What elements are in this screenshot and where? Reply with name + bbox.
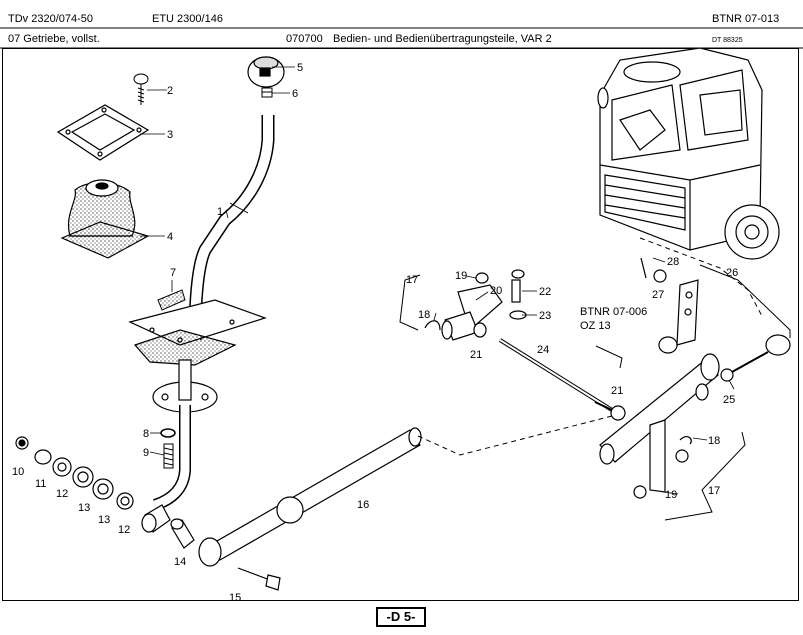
callout-18a: 18 [418, 309, 430, 321]
section-title: Bedien- und Bedienübertragungsteile, VAR… [333, 33, 552, 45]
bearing-stack [15, 436, 171, 533]
callout-5: 5 [297, 62, 303, 74]
reference-note-line1: BTNR 07-006 [580, 306, 647, 318]
reference-note-line2: OZ 13 [580, 320, 611, 332]
bolt-part [163, 443, 174, 469]
callout-20: 20 [490, 285, 502, 297]
callout-13b: 13 [98, 514, 110, 526]
callout-13a: 13 [78, 502, 90, 514]
section-number: 070700 [286, 33, 323, 45]
callout-18b: 18 [708, 435, 720, 447]
callout-6: 6 [292, 88, 298, 100]
callout-17a: 17 [406, 274, 418, 286]
callout-7: 7 [170, 267, 176, 279]
callout-12a: 12 [56, 488, 68, 500]
callout-4: 4 [167, 231, 173, 243]
callout-23: 23 [539, 310, 551, 322]
callout-2: 2 [167, 85, 173, 97]
shift-knob-part [247, 56, 285, 88]
lever-flange [152, 359, 218, 413]
mounting-plate [128, 299, 267, 366]
group-17-bracket-upper-end [595, 345, 623, 369]
callout-14: 14 [174, 556, 186, 568]
rubber-boot-part [60, 179, 150, 259]
callout-19a: 19 [455, 270, 467, 282]
page-number-label: -D 5- [376, 607, 426, 627]
lower-lever-body [153, 405, 190, 510]
callout-9: 9 [143, 447, 149, 459]
callout-1: 1 [217, 206, 223, 218]
btnr-number: BTNR 07-013 [712, 13, 780, 25]
callout-16: 16 [357, 499, 369, 511]
screw-part [133, 73, 149, 105]
callout-leaders [140, 66, 735, 495]
callout-10: 10 [12, 466, 24, 478]
lever-break-line [229, 202, 249, 214]
callout-8: 8 [143, 428, 149, 440]
gasket-plate-part [56, 104, 150, 161]
pivot-rod-assembly [594, 334, 791, 499]
group-26-bracket [699, 264, 791, 338]
washer-part [160, 428, 176, 438]
group-17-bracket-upper [399, 274, 421, 331]
group-17-bracket-lower [664, 431, 746, 521]
drawing-reference: DT 88325 [712, 37, 743, 44]
callout-21a: 21 [470, 349, 482, 361]
bolt-15-part [237, 567, 281, 591]
knob-nut-part [261, 87, 273, 98]
bushing-part [170, 518, 195, 549]
model-number: TDv 2320/074-50 [8, 13, 93, 25]
selector-rod-highlight [499, 339, 613, 411]
callout-19b: 19 [665, 489, 677, 501]
callout-25: 25 [723, 394, 735, 406]
callout-15: 15 [229, 592, 241, 604]
callout-12b: 12 [118, 524, 130, 536]
upper-bracket-assembly [424, 269, 527, 341]
callout-22: 22 [539, 286, 551, 298]
callout-26: 26 [726, 267, 738, 279]
callout-11: 11 [35, 478, 46, 490]
cab-link-dashed-line [639, 237, 763, 317]
callout-24: 24 [537, 344, 549, 356]
truck-cab-illustration [597, 47, 780, 260]
callout-28: 28 [667, 256, 679, 268]
cover-part [157, 289, 186, 311]
callout-3: 3 [167, 129, 173, 141]
callout-17b: 17 [708, 485, 720, 497]
connection-dashed-line [417, 415, 613, 456]
gear-lever-body [190, 115, 273, 341]
shift-rod-part [198, 427, 422, 567]
group-title: 07 Getriebe, vollst. [8, 33, 100, 45]
callout-27: 27 [652, 289, 664, 301]
etu-number: ETU 2300/146 [152, 13, 223, 25]
linkage-arm-part [640, 257, 699, 354]
callout-21b: 21 [611, 385, 623, 397]
